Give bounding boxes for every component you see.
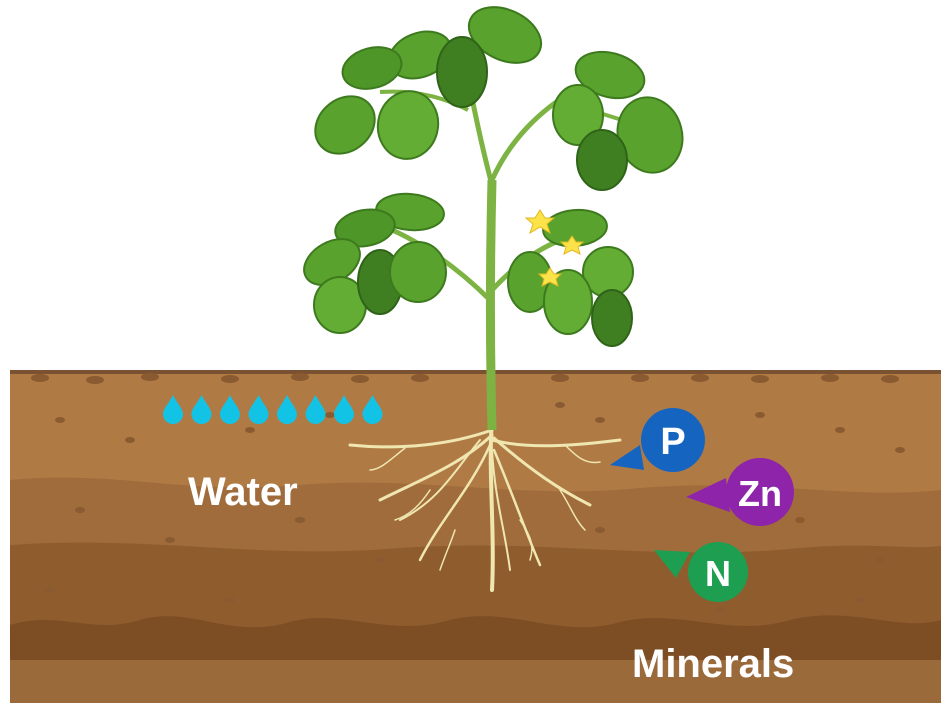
soil-pebble <box>881 375 899 383</box>
soil-pebble <box>75 507 85 513</box>
soil-pebble <box>165 537 175 543</box>
soil-pebble <box>55 417 65 423</box>
mineral-zn-symbol: Zn <box>738 473 782 514</box>
soil-pebble <box>751 375 769 383</box>
soil-pebble <box>875 557 885 563</box>
minerals-label: Minerals <box>632 642 794 687</box>
soil-pebble <box>86 376 104 384</box>
soil-pebble <box>595 527 605 533</box>
soil-pebble <box>375 557 385 563</box>
soil-bottom-band <box>10 660 941 703</box>
soil-pebble <box>225 597 235 603</box>
soil-pebble <box>595 417 605 423</box>
soil-pebble <box>411 374 429 382</box>
soil-pebble <box>351 375 369 383</box>
mineral-n-symbol: N <box>705 553 731 594</box>
soil-pebble <box>291 373 309 381</box>
mineral-p-symbol: P <box>660 421 685 463</box>
soil <box>10 372 941 703</box>
water-label: Water <box>188 470 298 515</box>
soil-pebble <box>555 402 565 408</box>
soil-pebble <box>895 447 905 453</box>
soil-pebble <box>31 374 49 382</box>
soil-pebble <box>755 412 765 418</box>
soil-pebble <box>141 373 159 381</box>
soil-pebble <box>821 374 839 382</box>
soil-pebble <box>45 587 55 593</box>
soil-pebble <box>295 517 305 523</box>
soil-pebble <box>691 374 709 382</box>
soil-pebble <box>221 375 239 383</box>
soil-pebble <box>551 374 569 382</box>
soil-pebble <box>835 427 845 433</box>
soil-pebble <box>631 374 649 382</box>
soil-pebble <box>855 597 865 603</box>
soil-pebble <box>795 517 805 523</box>
soil-pebble <box>325 412 335 418</box>
soil-pebble <box>245 427 255 433</box>
soil-pebble <box>125 437 135 443</box>
soil-pebble <box>715 607 725 613</box>
